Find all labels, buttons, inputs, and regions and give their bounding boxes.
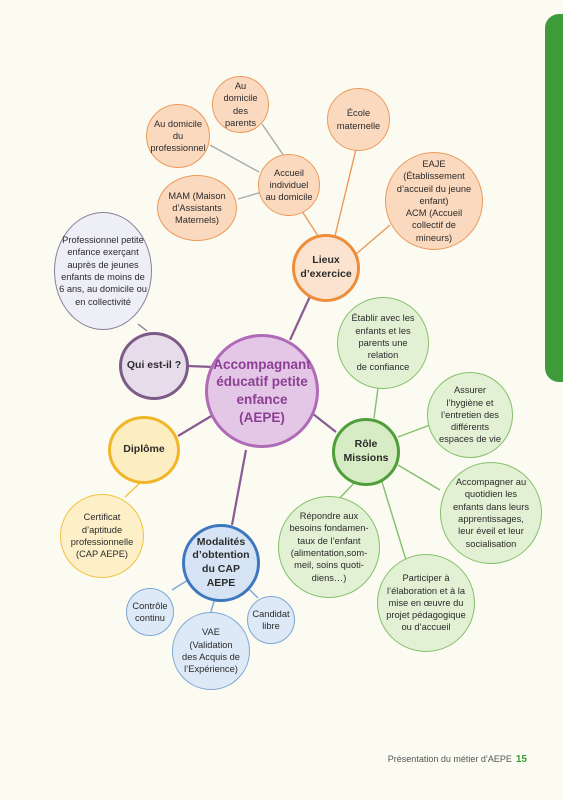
node-hygiene: Assurer l’hygiène et l’entretien des dif… bbox=[427, 372, 513, 458]
link-diplome-certificat bbox=[124, 482, 141, 498]
node-center-aepe: Accompagnant éducatif petite enfance (AE… bbox=[205, 334, 319, 448]
node-professionnel-petite-enfance: Professionnel petite enfance exerçant au… bbox=[54, 212, 152, 330]
link-accueil-parents bbox=[261, 123, 285, 157]
node-candidat-libre: Candidat libre bbox=[247, 596, 295, 644]
page-edge-tab bbox=[545, 14, 563, 382]
link-role-participer bbox=[381, 481, 407, 561]
node-role-missions: Rôle Missions bbox=[332, 418, 400, 486]
node-participer: Participer à l’élaboration et à la mise … bbox=[377, 554, 475, 652]
node-besoins-fondamentaux: Répondre aux besoins fondamen- taux de l… bbox=[278, 496, 380, 598]
node-vae: VAE (Validation des Acquis de l’Expérien… bbox=[172, 612, 250, 690]
node-mam: MAM (Maison d’Assistants Maternels) bbox=[157, 175, 237, 241]
link-role-relation bbox=[373, 387, 379, 419]
node-accueil-individuel: Accueil individuel au domicile bbox=[258, 154, 320, 216]
link-role-accompagner bbox=[397, 464, 441, 491]
link-accueil-pro bbox=[209, 144, 260, 173]
node-qui-est-il: Qui est-il ? bbox=[119, 332, 189, 400]
node-eaje: EAJE (Établissement d’accueil du jeune e… bbox=[385, 152, 483, 250]
link-quiestil-professionnel bbox=[137, 323, 148, 332]
link-center-lieux bbox=[289, 291, 313, 341]
node-diplome: Diplôme bbox=[108, 416, 180, 484]
node-lieux-exercice: Lieux d’exercice bbox=[292, 234, 360, 302]
page-number: 15 bbox=[515, 754, 527, 765]
node-modalites-obtention: Modalités d’obtention du CAP AEPE bbox=[182, 524, 260, 602]
link-center-quiestil bbox=[187, 364, 214, 369]
node-relation-confiance: Établir avec les enfants et les parents … bbox=[337, 297, 429, 389]
link-center-modalites bbox=[230, 449, 248, 526]
link-role-hygiene bbox=[397, 424, 431, 438]
node-accompagner: Accompagner au quotidien les enfants dan… bbox=[440, 462, 542, 564]
node-controle-continu: Contrôle continu bbox=[126, 588, 174, 636]
link-lieux-ecole bbox=[334, 144, 358, 237]
link-lieux-eaje bbox=[354, 224, 391, 256]
node-ecole: École maternelle bbox=[327, 88, 390, 151]
node-domicile-parents: Au domicile des parents bbox=[212, 76, 269, 133]
link-modalites-controle bbox=[171, 579, 189, 591]
node-certificat-cap: Certificat d’aptitude professionnelle (C… bbox=[60, 494, 144, 578]
node-domicile-pro: Au domicile du professionnel bbox=[146, 104, 210, 168]
link-accueil-mam bbox=[237, 191, 263, 200]
footer-title: Présentation du métier d’AEPE bbox=[387, 754, 512, 764]
